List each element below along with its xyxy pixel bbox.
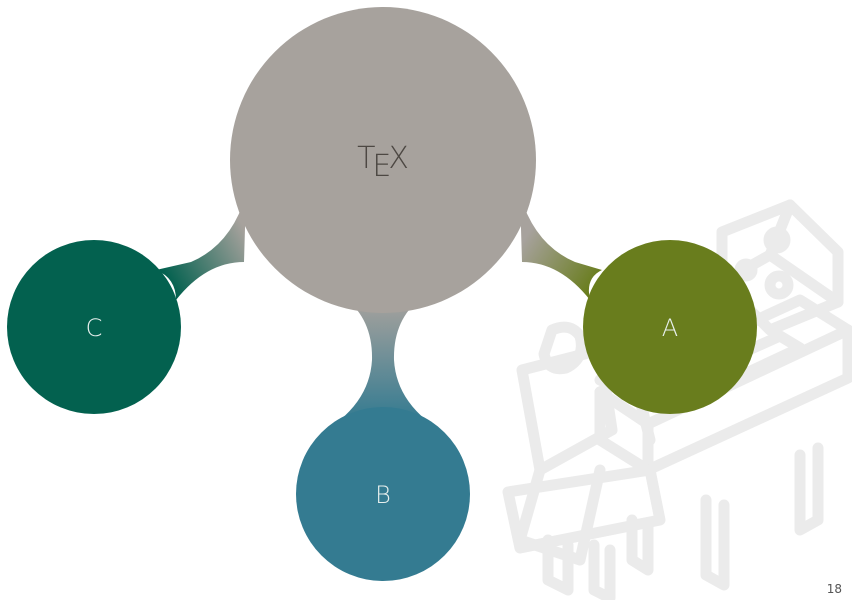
node-c-label: C (86, 314, 103, 342)
page-number: 18 (826, 582, 842, 596)
connector-a (520, 195, 602, 300)
node-a (583, 240, 757, 414)
node-b (296, 407, 470, 581)
connector-b (340, 298, 426, 420)
tex-node (230, 7, 536, 313)
tex-node-label: TEX (357, 141, 409, 184)
node-c (7, 240, 181, 414)
connector-c (156, 195, 246, 300)
node-a-label: A (662, 314, 678, 342)
node-b-label: B (375, 481, 391, 509)
